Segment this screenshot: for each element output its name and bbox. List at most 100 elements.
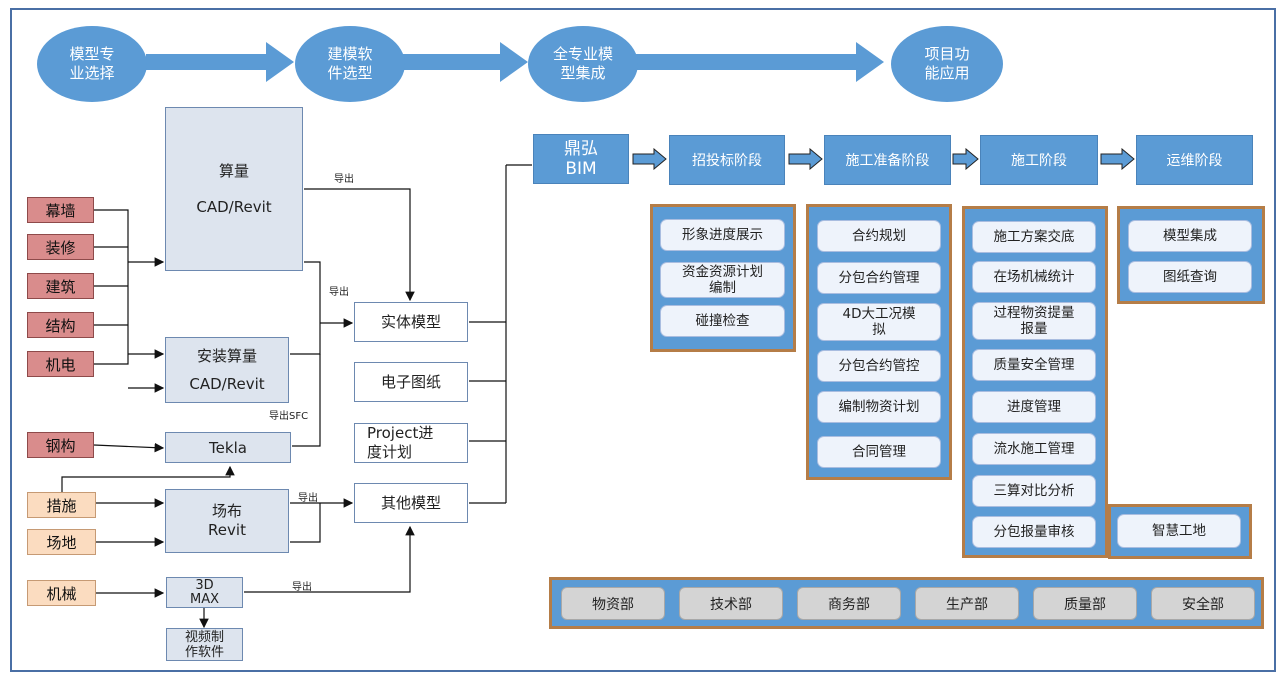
bim-label: BIM [565, 159, 597, 179]
department-label: 物资部 [592, 596, 634, 613]
panel-item-label: 过程物资提量 [993, 305, 1075, 321]
export-label: 导出SFC [269, 411, 309, 422]
model-label: Project进 [367, 424, 434, 442]
panel-item: 流水施工管理 [972, 433, 1096, 465]
discipline-box: 建筑 [27, 273, 94, 299]
flow-step-label: 型集成 [560, 64, 606, 82]
panel-item: 在场机械统计 [972, 261, 1096, 293]
flow-step-label: 项目功 [924, 45, 970, 63]
panel-item-label: 报量 [1020, 321, 1048, 337]
panel-item: 进度管理 [972, 391, 1096, 423]
tekla-box: Tekla [165, 432, 291, 463]
department-label: 技术部 [710, 596, 752, 613]
drawings-box: 电子图纸 [354, 362, 468, 402]
panel-item-label: 资金资源计划 [682, 264, 763, 280]
department-box: 安全部 [1151, 587, 1255, 620]
export-label: 导出 [292, 582, 312, 593]
box-title: 作软件 [184, 644, 224, 660]
box-title: 3D [195, 577, 214, 593]
stage-box: 施工准备阶段 [824, 135, 951, 185]
stage-box: 招投标阶段 [669, 135, 785, 185]
model-label: 实体模型 [380, 312, 441, 331]
panel-item: 施工方案交底 [972, 221, 1096, 253]
flow-step-label: 能应用 [924, 64, 970, 82]
3dmax-box: 3D MAX [166, 577, 243, 608]
discipline-label: 装修 [45, 238, 76, 257]
department-box: 技术部 [679, 587, 783, 620]
panel-item: 碰撞检查 [660, 305, 785, 337]
changbu-box: 场布 Revit [165, 489, 289, 553]
panel-item-label: 合同管理 [852, 444, 906, 460]
discipline-label: 幕墙 [45, 201, 76, 220]
project-plan-box: Project进度计划 [354, 423, 468, 463]
flow-step-label: 业选择 [69, 64, 115, 82]
discipline-box: 机械 [27, 580, 96, 606]
department-label: 安全部 [1182, 596, 1224, 613]
flow-step-label: 建模软 [327, 45, 373, 63]
box-title: 算量 [218, 162, 249, 180]
panel-item-label: 模型集成 [1163, 228, 1217, 244]
box-title: MAX [189, 591, 219, 607]
panel-item: 分包合约管理 [817, 262, 941, 294]
discipline-label: 措施 [46, 496, 77, 515]
panel-item: 形象进度展示 [660, 219, 785, 251]
stage-arrow [632, 148, 667, 170]
panel-item-label: 4D大工况模 [842, 306, 916, 322]
panel-item: 智慧工地 [1117, 514, 1241, 548]
discipline-label: 结构 [45, 316, 76, 335]
suanliang-box: 算量 CAD/Revit [165, 107, 303, 271]
panel-item: 分包报量审核 [972, 516, 1096, 548]
discipline-label: 钢构 [45, 436, 76, 455]
other-model-box: 其他模型 [354, 483, 468, 523]
panel-item-label: 合约规划 [852, 228, 906, 244]
department-label: 商务部 [828, 596, 870, 613]
panel-item-label: 在场机械统计 [993, 269, 1075, 285]
flow-arrow [146, 42, 294, 82]
stage-arrow [952, 148, 979, 170]
department-label: 质量部 [1064, 596, 1106, 613]
panel-item: 模型集成 [1128, 220, 1252, 252]
stage-box: 运维阶段 [1136, 135, 1253, 185]
flow-step-label: 件选型 [327, 64, 373, 82]
stage-box: 施工阶段 [980, 135, 1098, 185]
box-subtitle: CAD/Revit [196, 198, 272, 216]
panel-item: 图纸查询 [1128, 261, 1252, 293]
stage-label: 招投标阶段 [692, 153, 762, 169]
flow-arrow [636, 42, 884, 82]
flow-step-label: 模型专 [69, 45, 115, 63]
video-software-box: 视频制 作软件 [166, 628, 243, 661]
discipline-box: 钢构 [27, 432, 94, 458]
panel-item: 三算对比分析 [972, 475, 1096, 507]
flow-step-circle: 建模软件选型 [295, 26, 405, 102]
entity-model-box: 实体模型 [354, 302, 468, 342]
box-title: 视频制 [184, 629, 224, 645]
box-title: 场布 [211, 502, 242, 520]
discipline-box: 场地 [27, 529, 96, 555]
panel-item-label: 形象进度展示 [682, 227, 763, 243]
flow-step-circle: 项目功能应用 [891, 26, 1003, 102]
department-box: 质量部 [1033, 587, 1137, 620]
wire [94, 209, 129, 365]
box-subtitle: Revit [208, 521, 246, 539]
diagram-frame [10, 8, 1276, 672]
model-label: 电子图纸 [380, 372, 441, 391]
panel-item: 资金资源计划编制 [660, 262, 785, 298]
panel-item-label: 智慧工地 [1152, 523, 1206, 539]
discipline-label: 场地 [46, 533, 77, 552]
department-label: 生产部 [946, 596, 988, 613]
discipline-box: 机电 [27, 351, 94, 377]
model-label: 其他模型 [380, 493, 441, 512]
discipline-box: 装修 [27, 234, 94, 260]
stage-label: 施工准备阶段 [845, 153, 930, 169]
department-box: 生产部 [915, 587, 1019, 620]
panel-item: 质量安全管理 [972, 349, 1096, 381]
export-label: 导出 [334, 174, 354, 185]
panel-item: 合同管理 [817, 436, 941, 468]
flow-arrow [378, 42, 528, 82]
panel-item: 分包合约管控 [817, 350, 941, 382]
model-label: 度计划 [367, 443, 413, 461]
panel-item: 合约规划 [817, 220, 941, 252]
stage-label: 施工阶段 [1011, 153, 1067, 169]
